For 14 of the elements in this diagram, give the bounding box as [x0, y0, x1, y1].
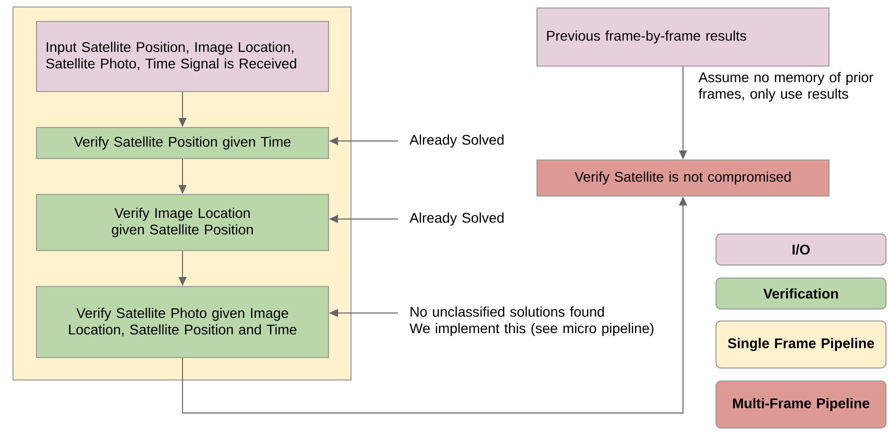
legend-item: I/O	[716, 234, 886, 266]
edge-label: Assume no memory of prior frames, only use results	[698, 71, 884, 103]
input-box: Previous frame-by-frame results	[536, 8, 830, 66]
legend-item: Multi-Frame Pipeline	[716, 380, 886, 428]
input-box: Input Satellite Position, Image Location, Satellite Photo, Time Signal is Received	[36, 21, 329, 92]
process-box: Verify Satellite Photo given Image Location, Satellite Position and Time	[36, 286, 329, 358]
process-box: Verify Satellite is not compromised	[536, 160, 830, 196]
process-box: Verify Satellite Position given Time	[36, 127, 329, 159]
process-box: Verify Image Location given Satellite Position	[36, 194, 329, 251]
legend-item: Verification	[716, 278, 886, 310]
legend-item: Single Frame Pipeline	[716, 320, 886, 368]
note-text: No unclassified solutions found We implement this (see micro pipeline)	[410, 306, 654, 336]
note-text: Already Solved	[410, 134, 504, 148]
note-text: Already Solved	[410, 212, 504, 226]
